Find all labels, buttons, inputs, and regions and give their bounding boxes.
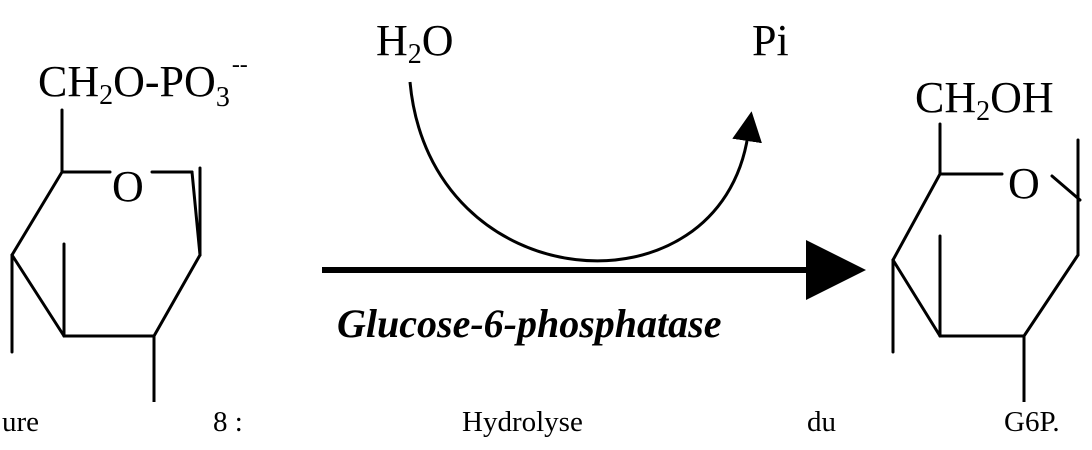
product-molecule: CH2OH O (891, 73, 1082, 402)
figure-caption: ure 8 : Hydrolyse du G6P. (0, 402, 1092, 442)
reactant-molecule: CH2O-PO3-- O (10, 52, 248, 402)
product-ring-bonds (891, 122, 1082, 402)
reactant-substituent-label: CH2O-PO3-- (38, 52, 248, 113)
caption-word-2: 8 : (213, 406, 243, 438)
product-ring-oxygen: O (1008, 159, 1040, 208)
reaction-scheme: CH2O-PO3-- O H2O Pi (10, 16, 1082, 402)
phosphate-label: Pi (752, 16, 789, 65)
reaction-arrow-group: H2O Pi Glucose-6-phosphatase (322, 16, 866, 346)
product-substituent-label: CH2OH (915, 73, 1054, 127)
reactant-ring-oxygen: O (112, 162, 144, 211)
water-label: H2O (376, 16, 454, 70)
caption-word-5: G6P. (1004, 406, 1060, 438)
curved-arrow (408, 81, 762, 263)
reactant-ring-bonds (10, 108, 202, 402)
enzyme-label: Glucose-6-phosphatase (337, 301, 721, 346)
caption-word-1: ure (2, 406, 40, 438)
caption-word-3: Hydrolyse (462, 406, 583, 438)
caption-word-4: du (807, 406, 836, 438)
